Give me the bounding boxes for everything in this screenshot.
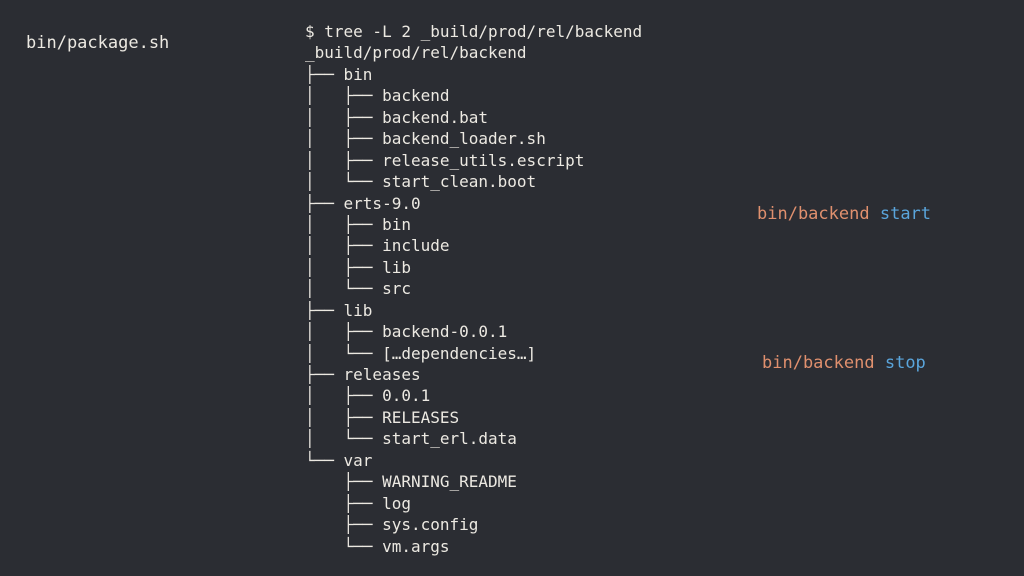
tree-line: └── var — [305, 450, 373, 470]
tree-line: │ ├── bin — [305, 214, 411, 234]
tree-line: │ ├── RELEASES — [305, 407, 460, 427]
stop-command: bin/backend stop — [762, 351, 926, 375]
tree-line: │ └── start_clean.boot — [305, 172, 537, 192]
tree-line: ├── sys.config — [305, 515, 479, 535]
tree-line: │ └── src — [305, 279, 411, 299]
tree-line: │ ├── backend_loader.sh — [305, 129, 546, 149]
tree-line: │ ├── include — [305, 236, 450, 256]
tree-line: ├── erts-9.0 — [305, 193, 421, 213]
stop-command-arg: stop — [884, 353, 926, 373]
terminal-output: $ tree -L 2 _build/prod/rel/backend _buil… — [305, 21, 642, 557]
start-command-arg: start — [879, 204, 932, 224]
tree-line: │ ├── backend — [305, 86, 450, 106]
tree-line: ├── releases — [305, 365, 421, 384]
tree-line: ├── bin — [305, 64, 373, 84]
tree-line: _build/prod/rel/backend — [305, 43, 527, 63]
tree-line: │ ├── lib — [305, 257, 411, 277]
script-label: bin/package.sh — [26, 33, 170, 53]
tree-line: ├── WARNING_README — [305, 472, 517, 492]
tree-line: │ └── start_erl.data — [305, 429, 517, 449]
tree-line: └── vm.args — [305, 536, 450, 556]
tree-line: ├── log — [305, 493, 411, 513]
tree-line: │ ├── backend.bat — [305, 107, 489, 127]
tree-line: │ └── […dependencies…] — [305, 343, 537, 363]
stop-command-bin: bin/backend — [762, 353, 875, 373]
terminal-command: $ tree -L 2 _build/prod/rel/backend — [305, 22, 643, 41]
tree-line: │ ├── 0.0.1 — [305, 386, 431, 406]
tree-line: │ ├── release_utils.escript — [305, 150, 585, 170]
start-command: bin/backend start — [757, 202, 931, 226]
tree-line: ├── lib — [305, 300, 373, 320]
start-command-bin: bin/backend — [757, 204, 870, 224]
tree-line: │ ├── backend-0.0.1 — [305, 322, 508, 342]
